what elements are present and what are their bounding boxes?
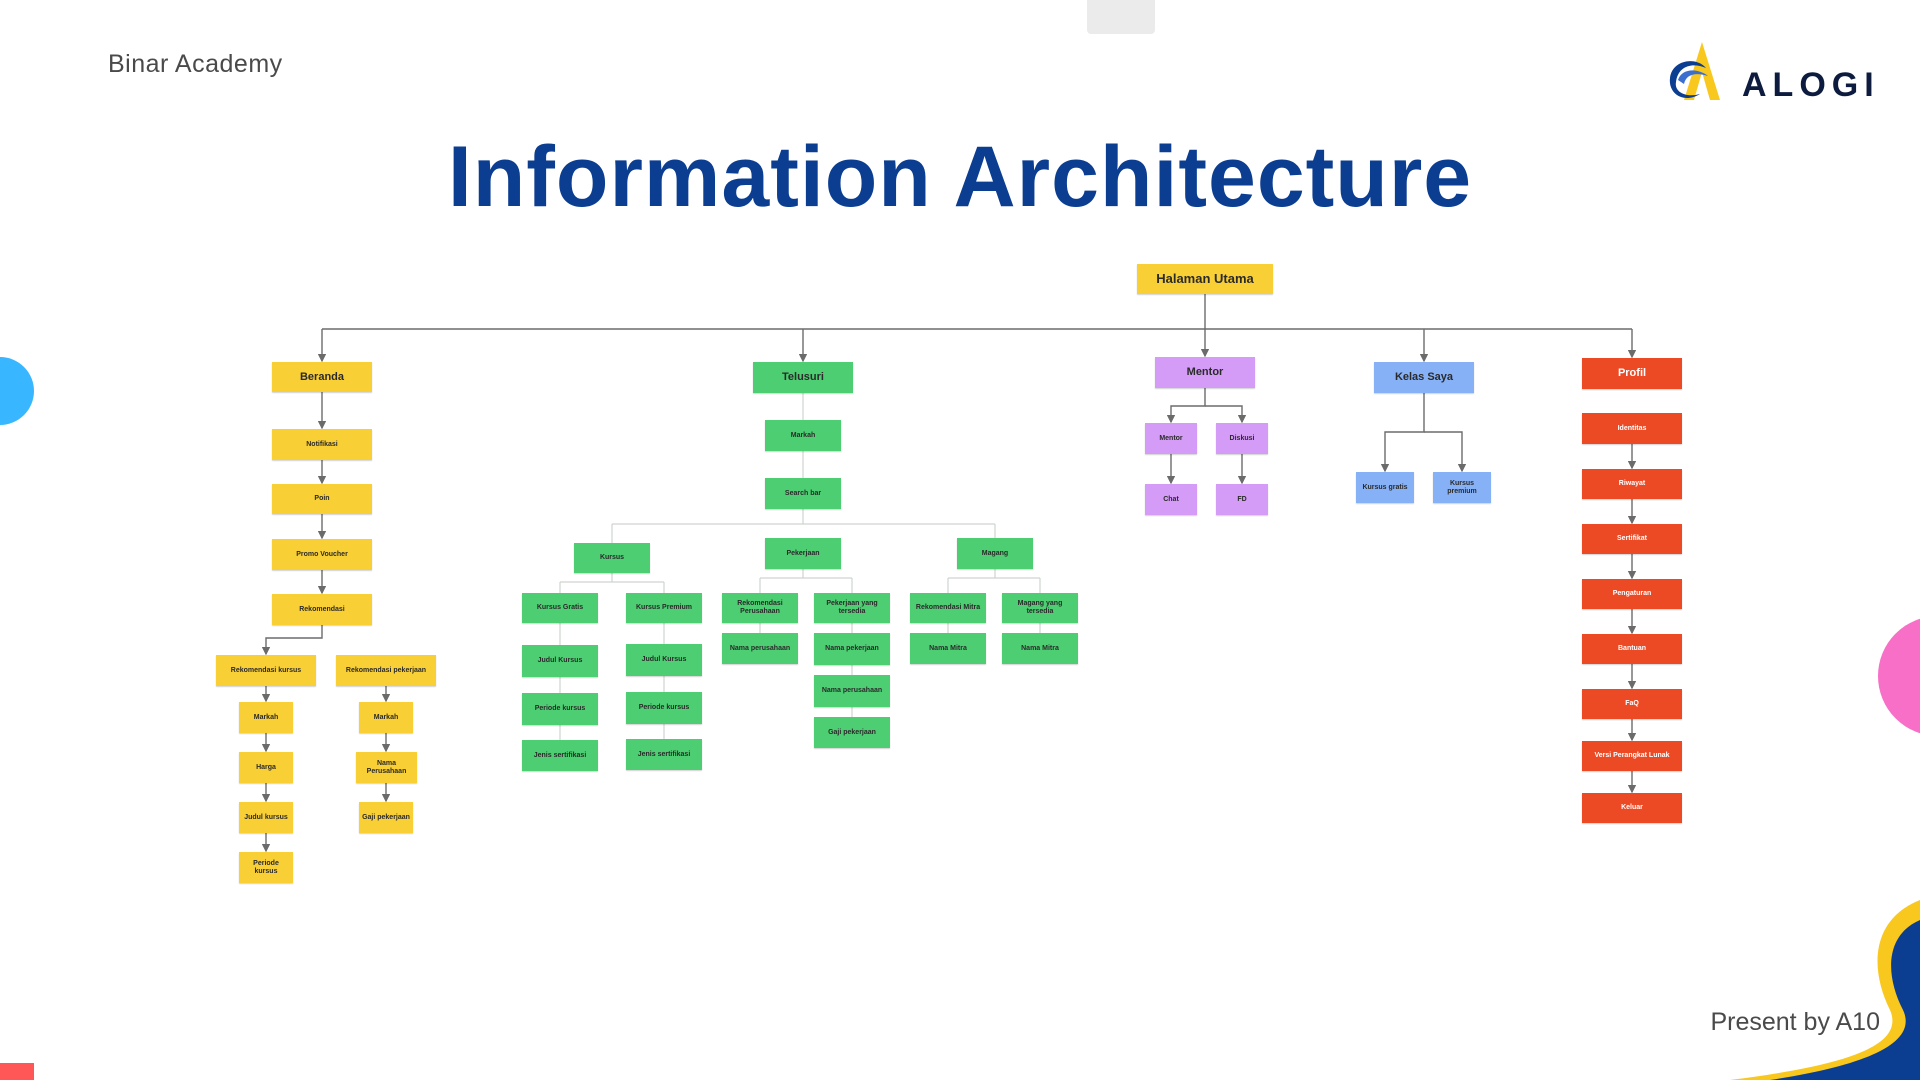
node-keluar: Keluar: [1582, 793, 1682, 823]
node-notifikasi: Notifikasi: [272, 429, 372, 460]
node-kursus-harga: Harga: [239, 752, 293, 783]
node-kursus-gratis-kelas: Kursus gratis: [1356, 472, 1414, 503]
node-faq: FaQ: [1582, 689, 1682, 719]
page-title: Information Architecture: [447, 129, 1473, 225]
node-gratis-judul: Judul Kursus: [522, 645, 598, 677]
node-tersedia-nama-perusahaan: Nama perusahaan: [814, 675, 890, 707]
node-kursus-markah: Markah: [239, 702, 293, 733]
alogi-logo-icon: [1669, 42, 1720, 100]
node-magang-tersedia: Magang yang tersedia: [1002, 593, 1078, 623]
red-corner-decoration: [0, 1063, 34, 1080]
node-mentor-sub: Mentor: [1145, 423, 1197, 454]
node-fd: FD: [1216, 484, 1268, 515]
node-pekerjaan-tersedia: Pekerjaan yang tersedia: [814, 593, 890, 623]
node-telusuri-markah: Markah: [765, 420, 841, 451]
blue-half-circle-decoration: [0, 357, 34, 425]
node-telusuri: Telusuri: [753, 362, 853, 393]
node-poin: Poin: [272, 484, 372, 514]
node-promo-voucher: Promo Voucher: [272, 539, 372, 570]
pink-half-circle-decoration: [1878, 618, 1920, 734]
node-riwayat: Riwayat: [1582, 469, 1682, 499]
logo-text: ALOGI: [1742, 66, 1880, 104]
node-kelas-saya: Kelas Saya: [1374, 362, 1474, 393]
node-rekomendasi-kursus: Rekomendasi kursus: [216, 655, 316, 686]
node-diskusi: Diskusi: [1216, 423, 1268, 454]
node-tersedia-gaji: Gaji pekerjaan: [814, 717, 890, 748]
node-gratis-sertifikasi: Jenis sertifikasi: [522, 740, 598, 771]
node-beranda: Beranda: [272, 362, 372, 392]
node-sertifikat: Sertifikat: [1582, 524, 1682, 554]
node-magang: Magang: [957, 538, 1033, 569]
node-kursus-gratis: Kursus Gratis: [522, 593, 598, 623]
node-pekerjaan-nama-perusahaan: Nama Perusahaan: [356, 752, 417, 783]
node-premium-judul: Judul Kursus: [626, 644, 702, 676]
node-bantuan: Bantuan: [1582, 634, 1682, 664]
node-rekomendasi-pekerjaan: Rekomendasi pekerjaan: [336, 655, 436, 686]
node-premium-periode: Periode kursus: [626, 692, 702, 724]
node-versi-perangkat-lunak: Versi Perangkat Lunak: [1582, 741, 1682, 771]
top-tab-decoration: [1087, 0, 1155, 34]
node-mentor: Mentor: [1155, 357, 1255, 388]
node-rekomendasi-perusahaan: Rekomendasi Perusahaan: [722, 593, 798, 623]
node-kursus-premium-kelas: Kursus premium: [1433, 472, 1491, 503]
node-rek-nama-mitra: Nama Mitra: [910, 633, 986, 664]
node-rek-nama-perusahaan: Nama perusahaan: [722, 633, 798, 664]
node-halaman-utama: Halaman Utama: [1137, 264, 1273, 294]
node-kursus-judul: Judul kursus: [239, 802, 293, 833]
node-pekerjaan: Pekerjaan: [765, 538, 841, 569]
node-gratis-periode: Periode kursus: [522, 693, 598, 725]
node-rekomendasi: Rekomendasi: [272, 594, 372, 625]
node-rekomendasi-mitra: Rekomendasi Mitra: [910, 593, 986, 623]
node-search-bar: Search bar: [765, 478, 841, 509]
node-tersedia-nama-pekerjaan: Nama pekerjaan: [814, 633, 890, 665]
node-premium-sertifikasi: Jenis sertifikasi: [626, 739, 702, 770]
node-tersedia-nama-mitra: Nama Mitra: [1002, 633, 1078, 664]
node-pekerjaan-markah: Markah: [359, 702, 413, 733]
presenter-credit: Present by A10: [1710, 1008, 1880, 1036]
node-profil: Profil: [1582, 358, 1682, 389]
organization-name: Binar Academy: [108, 50, 283, 78]
node-kursus: Kursus: [574, 543, 650, 573]
node-kursus-premium: Kursus Premium: [626, 593, 702, 623]
node-kursus-periode: Periode kursus: [239, 852, 293, 883]
node-pekerjaan-gaji: Gaji pekerjaan: [359, 802, 413, 833]
wave-corner-decoration: [1730, 900, 1920, 1080]
node-pengaturan: Pengaturan: [1582, 579, 1682, 609]
node-chat: Chat: [1145, 484, 1197, 515]
node-identitas: Identitas: [1582, 413, 1682, 444]
